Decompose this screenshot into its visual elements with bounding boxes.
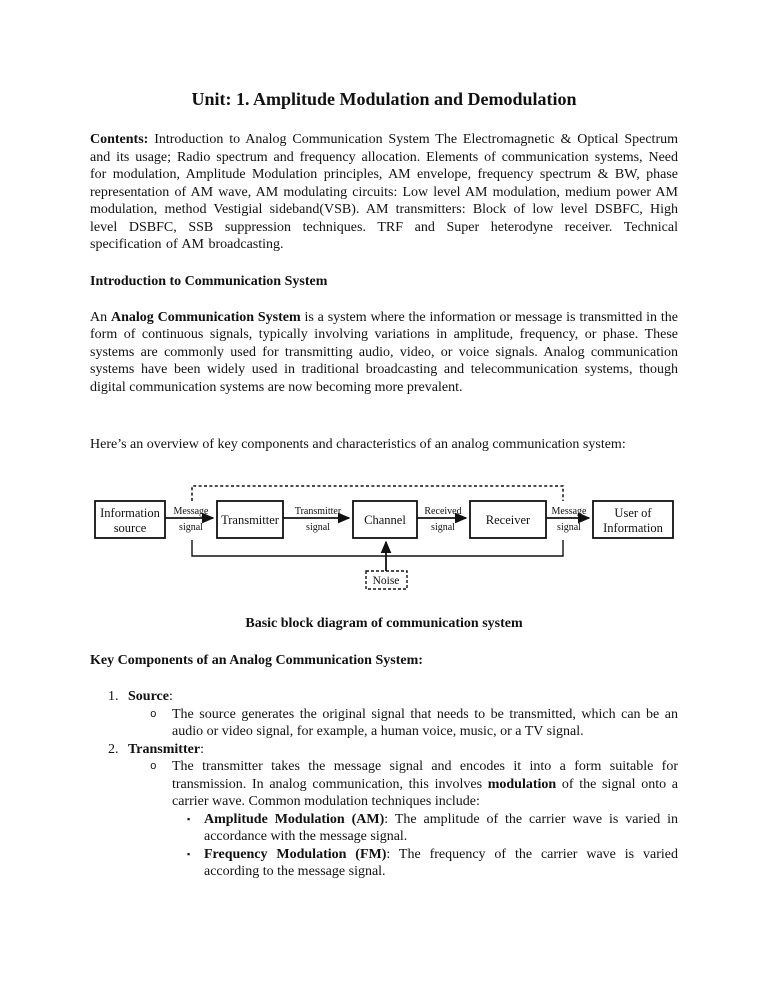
label-user-of-information-line2: Information: [603, 521, 663, 535]
circle-bullet: o: [150, 761, 157, 773]
label-received-signal-line2: signal: [431, 522, 455, 533]
paragraph-overview: Here’s an overview of key components and…: [90, 436, 626, 452]
list-item-transmitter: 2. Transmitter:: [90, 741, 678, 759]
diagram-caption: Basic block diagram of communication sys…: [245, 616, 523, 631]
section-heading-key-components: Key Components of an Analog Communicatio…: [90, 652, 423, 668]
label-receiver: Receiver: [486, 513, 531, 527]
label-information-source-line1: Information: [100, 506, 160, 520]
section-heading-introduction: Introduction to Communication System: [90, 274, 328, 289]
list-item-source-title: Source:: [128, 689, 173, 704]
list-item-amplitude-modulation: ▪ Amplitude Modulation (AM): The amplitu…: [90, 811, 678, 846]
list-item-transmitter-title: Transmitter:: [128, 741, 204, 757]
list-item-source-number: 1.: [108, 689, 119, 704]
label-information-source-line2: source: [114, 521, 147, 535]
solid-feedback-line: [191, 540, 564, 557]
list-item-frequency-modulation: ▪ Frequency Modulation (FM): The frequen…: [90, 846, 678, 881]
circle-bullet: o: [150, 708, 157, 721]
list-item-transmitter-number: 2.: [108, 741, 119, 757]
box-user-of-information: [592, 500, 674, 539]
box-channel: [352, 500, 418, 539]
label-message-signal-2-line2: signal: [557, 522, 581, 533]
list-item-transmitter-sub-text: The transmitter takes the message signal…: [172, 759, 678, 809]
list-item-frequency-modulation-text: Frequency Modulation (FM): The frequency…: [204, 846, 678, 880]
page-title: Unit: 1. Amplitude Modulation and Demodu…: [191, 89, 577, 109]
label-message-signal-1-line2: signal: [179, 522, 203, 533]
box-transmitter: [216, 500, 284, 539]
label-transmitter-signal-line2: signal: [306, 522, 330, 533]
label-message-signal-1-line1: Message: [174, 506, 210, 517]
key-components-list: 1. Source: o The source generates the or…: [90, 688, 678, 881]
list-item-amplitude-modulation-text: Amplitude Modulation (AM): The amplitude…: [204, 811, 678, 845]
label-transmitter: Transmitter: [221, 513, 280, 527]
page-content: Unit: 1. Amplitude Modulation and Demodu…: [90, 0, 678, 881]
label-received-signal-line1: Received: [424, 506, 461, 517]
label-channel: Channel: [364, 513, 406, 527]
list-item-source-sub: o The source generates the original sign…: [90, 706, 678, 741]
label-user-of-information-line1: User of: [614, 506, 652, 520]
list-item-transmitter-sub: o The transmitter takes the message sign…: [90, 758, 678, 811]
paragraph-analog-system: An Analog Communication System is a syst…: [90, 309, 678, 395]
list-item-source: 1. Source:: [90, 688, 678, 706]
box-noise: [365, 570, 408, 590]
label-message-signal-2-line1: Message: [552, 506, 588, 517]
square-bullet: ▪: [187, 849, 191, 859]
square-bullet: ▪: [187, 814, 191, 824]
label-noise: Noise: [373, 575, 400, 587]
box-receiver: [469, 500, 547, 539]
label-transmitter-signal-line1: Transmitter: [295, 506, 342, 517]
box-information-source: [94, 500, 166, 539]
contents-paragraph: Contents: Introduction to Analog Communi…: [90, 132, 678, 252]
dashed-feedback-line: [191, 485, 564, 501]
block-diagram: Information source Transmitter Channel R…: [94, 485, 674, 590]
list-item-source-sub-text: The source generates the original signal…: [172, 706, 678, 740]
